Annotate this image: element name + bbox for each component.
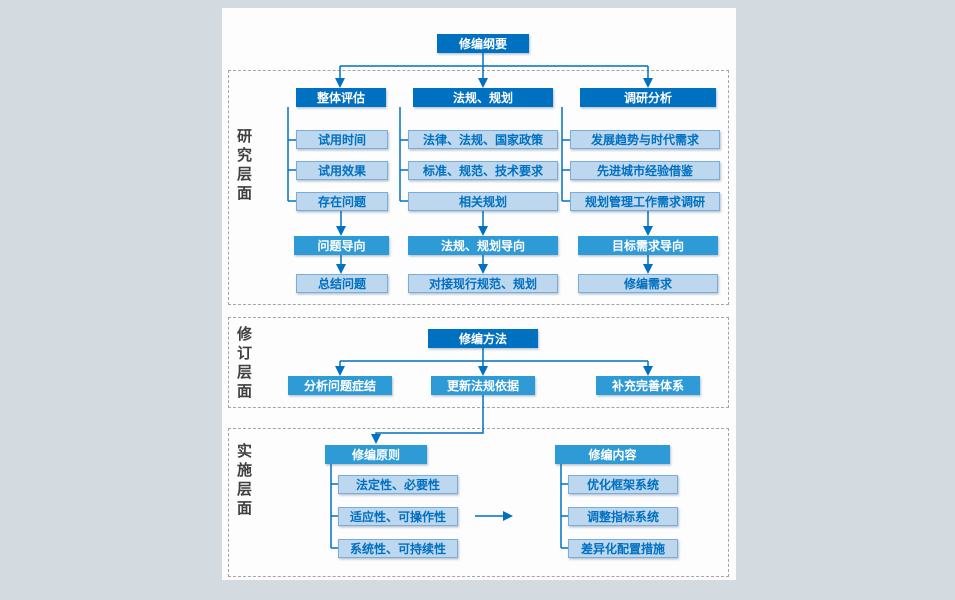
- section-label-revision: 修订层面: [235, 326, 252, 402]
- node-development-trends: 发展趋势与时代需求: [570, 130, 720, 149]
- node-adaptability-operability: 适应性、可操作性: [338, 507, 458, 526]
- section-label-research: 研究层面: [235, 128, 252, 204]
- section-label-implementation: 实施层面: [235, 443, 252, 519]
- node-revision-demand: 修编需求: [578, 274, 718, 293]
- node-analyze-problem-crux: 分析问题症结: [288, 376, 392, 395]
- node-revision-content: 修编内容: [555, 445, 670, 464]
- node-align-current-norms: 对接现行规范、规划: [408, 274, 558, 293]
- node-revision-principles: 修编原则: [325, 445, 427, 464]
- node-update-legal-basis: 更新法规依据: [431, 376, 535, 395]
- node-overall-evaluation: 整体评估: [296, 88, 386, 107]
- node-management-demand-research: 规划管理工作需求调研: [570, 192, 720, 211]
- node-revision-method: 修编方法: [428, 329, 538, 348]
- node-optimize-framework: 优化框架系统: [568, 475, 678, 494]
- node-adjust-indicators: 调整指标系统: [568, 507, 678, 526]
- node-trial-effect: 试用效果: [296, 161, 388, 180]
- node-summarize-problems: 总结问题: [296, 274, 388, 293]
- node-standards-requirements: 标准、规范、技术要求: [408, 161, 558, 180]
- node-city-experience: 先进城市经验借鉴: [570, 161, 720, 180]
- node-trial-time: 试用时间: [296, 130, 388, 149]
- node-laws-policies: 法律、法规、国家政策: [408, 130, 558, 149]
- node-related-planning: 相关规划: [408, 192, 558, 211]
- node-problem-oriented: 问题导向: [294, 236, 389, 255]
- node-differentiated-measures: 差异化配置措施: [568, 539, 678, 558]
- section-research-frame: [228, 70, 729, 305]
- node-goal-demand-oriented: 目标需求导向: [578, 236, 718, 255]
- node-systematic-sustainable: 系统性、可持续性: [338, 539, 458, 558]
- node-existing-problems: 存在问题: [296, 192, 388, 211]
- node-regulations-planning: 法规、规划: [413, 88, 553, 107]
- node-research-analysis: 调研分析: [580, 88, 716, 107]
- node-revision-outline: 修编纲要: [437, 34, 529, 53]
- node-improve-system: 补充完善体系: [596, 376, 700, 395]
- node-regulation-oriented: 法规、规划导向: [408, 236, 558, 255]
- node-legality-necessity: 法定性、必要性: [338, 475, 458, 494]
